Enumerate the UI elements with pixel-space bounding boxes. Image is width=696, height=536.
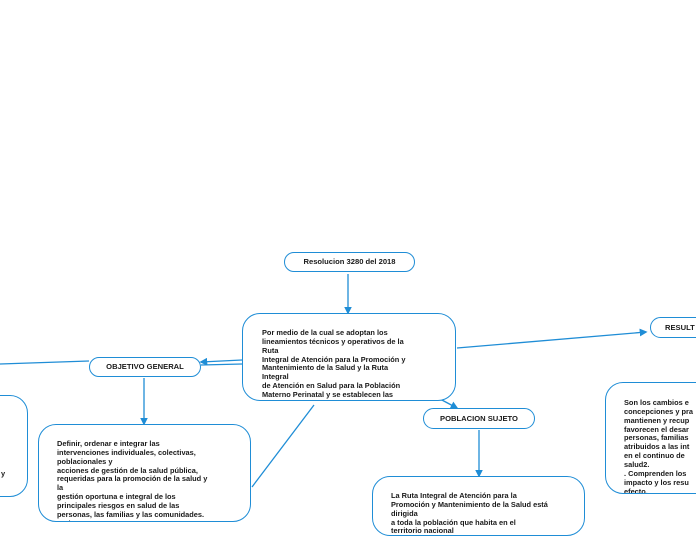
edge-central-objetivo-text <box>251 404 315 488</box>
left-partial-node[interactable]: y a <box>0 395 28 497</box>
poblacion-sujeto-label: POBLACION SUJETO <box>440 413 518 423</box>
poblacion-sujeto-node[interactable]: POBLACION SUJETO <box>423 408 535 429</box>
objetivo-general-node[interactable]: OBJETIVO GENERAL <box>89 357 201 377</box>
edge-central-objetivo-b <box>200 363 243 366</box>
resultados-node[interactable]: RESULT <box>650 317 696 338</box>
objetivo-text: Definir, ordenar e integrar las interven… <box>57 438 208 521</box>
left-partial-text: y a <box>1 468 6 496</box>
poblacion-text-node[interactable]: La Ruta Integral de Atención para la Pro… <box>372 476 585 536</box>
resultados-label: RESULT <box>665 322 695 332</box>
edge-objetivo-left <box>0 360 90 365</box>
edge-central-poblacion <box>439 398 459 409</box>
central-node[interactable]: Por medio de la cual se adoptan los line… <box>242 313 456 401</box>
edge-central-resultados <box>456 328 648 349</box>
edge-central-objetivo-a <box>199 357 243 366</box>
resultados-text-node[interactable]: Son los cambios e concepciones y pra man… <box>605 382 696 494</box>
poblacion-text: La Ruta Integral de Atención para la Pro… <box>391 490 548 536</box>
objetivo-general-label: OBJETIVO GENERAL <box>106 362 184 372</box>
resolution-node[interactable]: Resolucion 3280 del 2018 <box>284 252 415 272</box>
connector-lines <box>0 274 648 488</box>
resolution-label: Resolucion 3280 del 2018 <box>303 257 396 267</box>
resultados-text: Son los cambios e concepciones y pra man… <box>624 397 694 494</box>
central-text: Por medio de la cual se adoptan los line… <box>262 327 406 400</box>
objetivo-text-node[interactable]: Definir, ordenar e integrar las interven… <box>38 424 251 522</box>
